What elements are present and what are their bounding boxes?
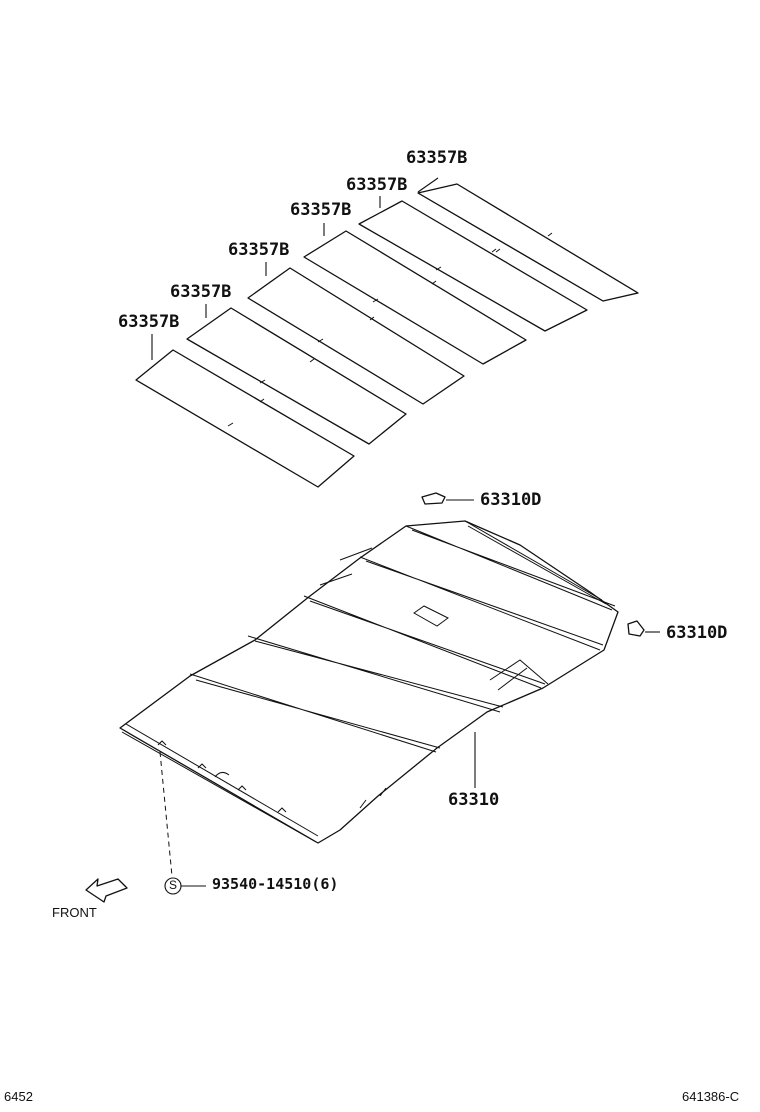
- silencer-pad-5: [358, 200, 588, 332]
- headliner-callout: 63310: [448, 790, 500, 810]
- pad-callout-3: 63357B: [228, 240, 290, 260]
- holder-right: [627, 620, 660, 637]
- silencer-pad-1: [135, 349, 355, 488]
- clip-callout: [159, 751, 206, 895]
- clip-symbol: S: [169, 878, 178, 892]
- silencer-pad-6: [417, 183, 639, 302]
- pad-callout-4: 63357B: [290, 200, 352, 220]
- front-label: FRONT: [52, 905, 97, 920]
- footer-left: 6452: [4, 1089, 33, 1104]
- pad-callout-1: 63357B: [118, 312, 180, 332]
- silencer-pad-2: [186, 307, 407, 445]
- holder-right-callout: 63310D: [666, 623, 728, 643]
- pad-callout-2: 63357B: [170, 282, 232, 302]
- footer-right: 641386-C: [682, 1089, 740, 1104]
- front-arrow-icon: [85, 878, 128, 903]
- holder-left-callout: 63310D: [480, 490, 542, 510]
- pad-callout-5: 63357B: [346, 175, 408, 195]
- pad-callout-6: 63357B: [406, 148, 468, 168]
- silencer-pad-3: [247, 267, 465, 405]
- clip-callout-text: 93540-14510(6): [212, 875, 339, 893]
- silencer-pad-4: [303, 230, 527, 365]
- holder-left: [421, 492, 474, 505]
- roof-headlining: [119, 520, 619, 844]
- pad-leader-lines: [151, 177, 439, 360]
